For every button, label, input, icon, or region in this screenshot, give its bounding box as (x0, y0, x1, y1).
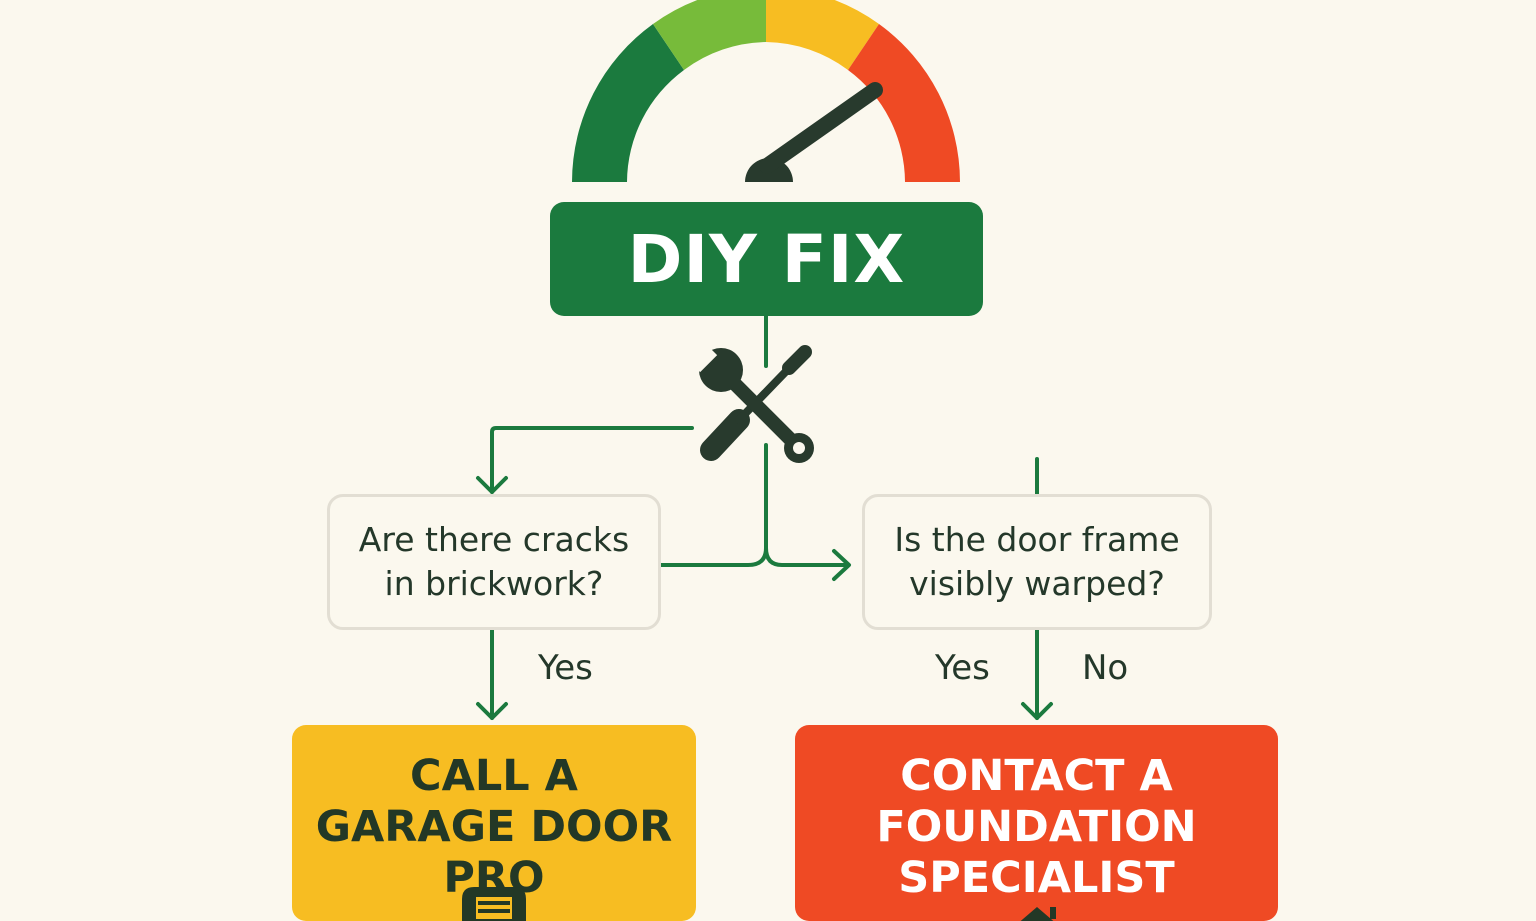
question-frame-box: Is the door frame visibly warped? (862, 494, 1212, 630)
house-icon (1020, 907, 1056, 921)
result-garage-pro-box: CALL A GARAGE DOOR PRO (292, 725, 696, 921)
gauge-needle (745, 82, 883, 182)
arrowhead-cracks (476, 476, 508, 494)
question-frame-line2: visibly warped? (909, 564, 1165, 603)
garage-pro-line2: GARAGE DOOR (315, 802, 673, 852)
gauge-arc (572, 0, 960, 182)
foundation-line3: SPECIALIST (898, 853, 1175, 903)
arrowhead-frame (832, 549, 851, 581)
arrowhead-foundation (1021, 702, 1053, 720)
wrench-screwdriver-icon (693, 343, 814, 463)
garage-door-icon (462, 887, 526, 921)
connector-tools-to-cracks (490, 426, 694, 494)
question-cracks-box: Are there cracks in brickwork? (327, 494, 661, 630)
edge-label-frame-no: No (1082, 648, 1129, 688)
arrowhead-garage-pro (476, 702, 508, 720)
gauge-segment-lightgreen (653, 0, 766, 70)
edge-label-cracks-yes: Yes (538, 648, 593, 688)
question-frame-line1: Is the door frame (894, 520, 1180, 559)
foundation-line1: CONTACT A (900, 751, 1173, 801)
result-foundation-box: CONTACT A FOUNDATION SPECIALIST (795, 725, 1278, 921)
diy-fix-label: DIY FIX (627, 220, 906, 298)
gauge-segment-yellow (766, 0, 879, 70)
foundation-line2: FOUNDATION (876, 802, 1197, 852)
diy-fix-box: DIY FIX (550, 202, 983, 316)
question-cracks-line1: Are there cracks (358, 520, 630, 559)
question-cracks-line2: in brickwork? (384, 564, 604, 603)
edge-label-frame-yes: Yes (935, 648, 990, 688)
connector-cracks-side (659, 546, 768, 567)
gauge-icon (572, 0, 960, 182)
gauge-segment-green (572, 24, 684, 182)
gauge-segment-red (848, 24, 960, 182)
garage-pro-line1: CALL A (410, 751, 578, 801)
